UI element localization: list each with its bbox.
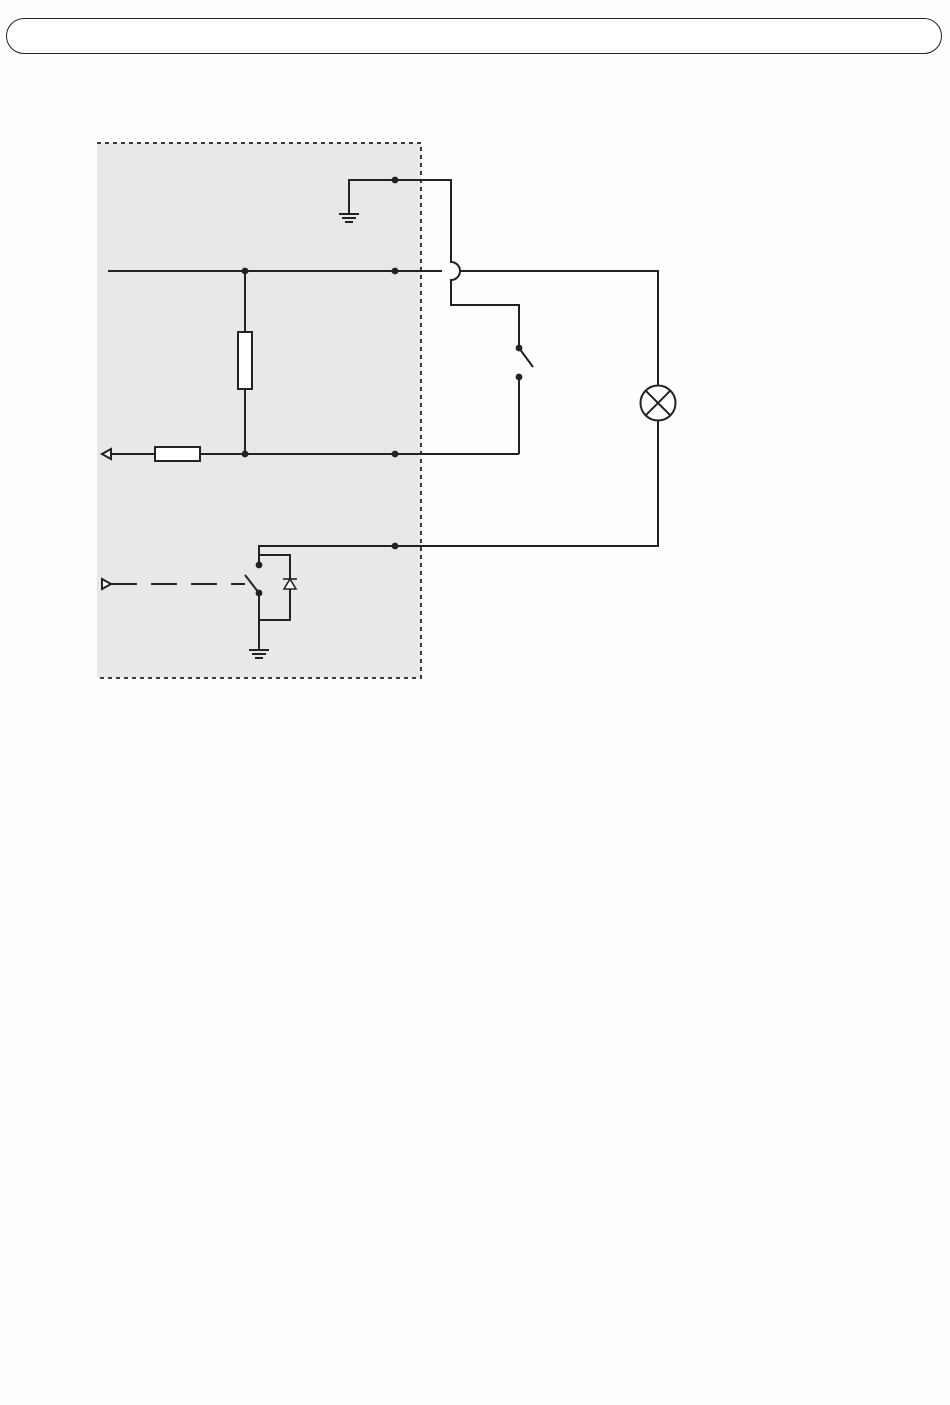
circuit-schematic bbox=[0, 0, 950, 760]
external-switch-icon bbox=[519, 348, 533, 454]
